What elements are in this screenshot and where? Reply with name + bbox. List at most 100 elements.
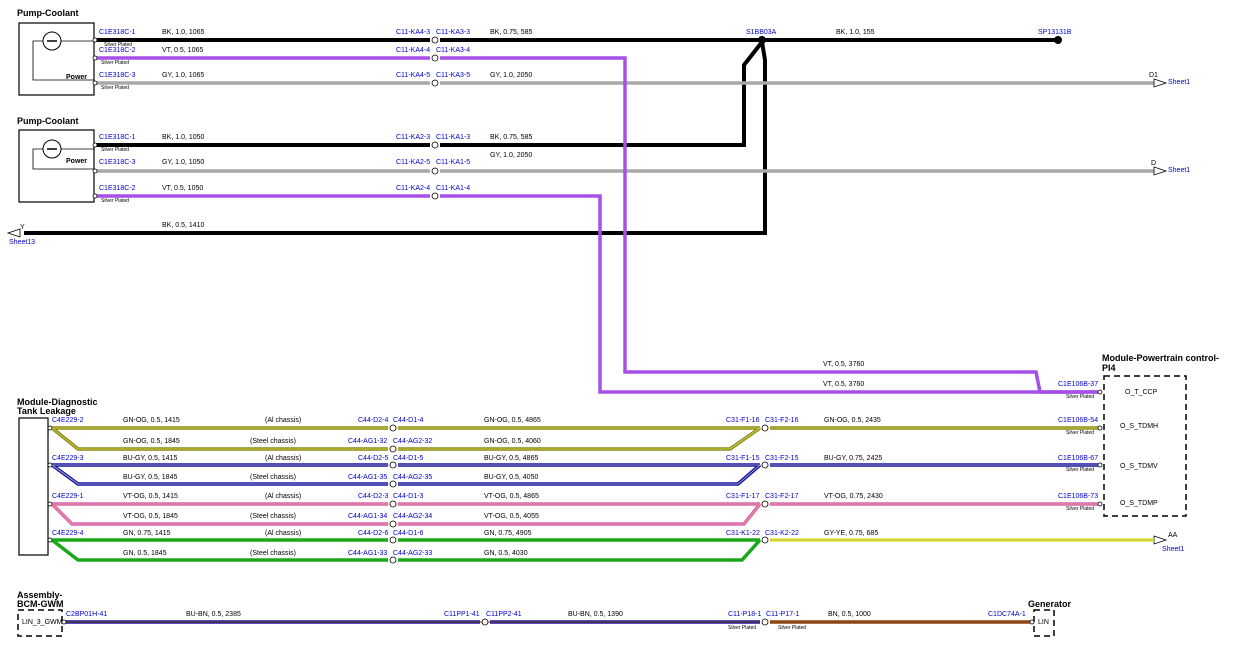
pump-coolant-2-box	[18, 129, 95, 203]
wire-label: VT, 0.5, 3760	[823, 361, 864, 368]
plating-note: Silver Plated	[104, 42, 132, 48]
connector-label: C31-F1-17	[726, 493, 760, 500]
generator-box	[1033, 609, 1055, 637]
wire-label: GN-OG, 0.5, 4060	[484, 438, 541, 445]
wire-label: BU-BN, 0.5, 1390	[568, 611, 623, 618]
wire-label: BU-BN, 0.5, 2385	[186, 611, 241, 618]
pin-icon	[1097, 425, 1103, 431]
pin-icon	[47, 537, 53, 543]
pin-icon	[92, 80, 98, 86]
wire-label: VT-OG, 0.5, 4865	[484, 493, 539, 500]
plating-note: Silver Plated	[1066, 394, 1094, 400]
wire-label: VT-OG, 0.5, 1415	[123, 493, 178, 500]
chassis-note: (Steel chassis)	[250, 550, 296, 557]
connector-icon	[431, 192, 439, 200]
connector-label: C11-KA1-3	[436, 134, 470, 141]
connector-icon	[389, 536, 397, 544]
connector-label: C11-KA3-4	[436, 47, 470, 54]
pump-2-power-label: Power	[66, 158, 87, 165]
module-diagnostic-tank-leakage: Module-Diagnostic Tank Leakage	[17, 397, 98, 556]
connector-label: C44-D1-6	[393, 530, 423, 537]
wire-label: VT, 0.5, 1065	[162, 47, 203, 54]
wire-label: GN-OG, 0.5, 1845	[123, 438, 180, 445]
connector-icon	[761, 536, 769, 544]
pcm-pin-label: O_S_TDMH	[1120, 423, 1158, 430]
offsheet-arrow-d	[1153, 166, 1168, 176]
wire-vt-3760-b	[440, 194, 1098, 394]
connector-label: C44-D1-5	[393, 455, 423, 462]
chassis-notes: (Al chassis) (Steel chassis) (Al chassis…	[250, 417, 301, 557]
wire-label: GY-YE, 0.75, 685	[824, 530, 878, 537]
offsheet-labels: D1 Sheet1 D Sheet1 Y Sheet13 AA Sheet1	[9, 72, 1190, 553]
connector-label: C1E318C-2	[99, 185, 136, 192]
diag-title-2: Tank Leakage	[17, 406, 76, 416]
pcm-pin-label: O_S_TDMP	[1120, 500, 1158, 507]
wire-labels: BK, 1.0, 1065 BK, 0.75, 585 BK, 1.0, 155…	[123, 29, 883, 618]
wire-label: GN, 0.5, 4030	[484, 550, 528, 557]
pin-icon	[92, 193, 98, 199]
offsheet-ref: D1	[1149, 72, 1158, 79]
connector-label: C44-AG2-33	[393, 550, 432, 557]
pin-icon	[1097, 462, 1103, 468]
motor-lead	[32, 40, 94, 81]
connector-label: C4E229-2	[52, 417, 84, 424]
pump-1-power-label: Power	[66, 74, 87, 81]
violet-wires	[95, 56, 1098, 394]
wire-label: BU-GY, 0.5, 4865	[484, 455, 538, 462]
connector-label: C11-KA2-3	[396, 134, 430, 141]
connector-label: C44-D1-4	[393, 417, 423, 424]
wire-label: GN-OG, 0.5, 4865	[484, 417, 541, 424]
connector-label: C44-AG1-33	[348, 550, 387, 557]
motor-lead	[32, 148, 94, 170]
generator-title: Generator	[1028, 599, 1072, 609]
pump-coolant-1-box	[18, 22, 95, 96]
connector-icon	[389, 424, 397, 432]
pin-icon	[92, 142, 98, 148]
connector-label: C44-D2-4	[358, 417, 388, 424]
bcm-pin-label: LIN_3_GWM	[22, 619, 63, 626]
offsheet-arrows	[6, 78, 1168, 545]
connector-icon	[431, 141, 439, 149]
connector-label: C44-D2-6	[358, 530, 388, 537]
wire-label: BK, 1.0, 1050	[162, 134, 205, 141]
wire-label: VT, 0.5, 1050	[162, 185, 203, 192]
gn-wires	[50, 538, 1154, 562]
plating-note: Silver Plated	[101, 147, 129, 153]
connector-icon	[431, 36, 439, 44]
connector-label: C31-K1-22	[726, 530, 760, 537]
connector-label: C44-AG2-34	[393, 513, 432, 520]
wire-gn-1845	[50, 538, 388, 562]
connector-label: C11PP2-41	[486, 611, 522, 618]
wire-bu-gy-1845	[50, 463, 388, 486]
diag-title-1: Module-Diagnostic	[17, 397, 98, 407]
wire-bk-585-b	[440, 40, 764, 147]
plating-note: Silver Plated	[778, 625, 806, 631]
connector-label: C31-F1-16	[726, 417, 760, 424]
offsheet-ref: AA	[1168, 532, 1178, 539]
wire-bu-gy-4050	[398, 463, 762, 486]
gray-wires	[95, 81, 1154, 173]
wire-label: GN, 0.75, 4905	[484, 530, 532, 537]
wire-label: BU-GY, 0.75, 2425	[824, 455, 882, 462]
wire-label: BK, 0.5, 1410	[162, 222, 205, 229]
connector-label: C4E229-1	[52, 493, 84, 500]
wire-label: VT, 0.5, 3760	[823, 381, 864, 388]
wire-label: BK, 0.75, 585	[490, 29, 533, 36]
wire-label: BU-GY, 0.5, 1415	[123, 455, 177, 462]
wire-label: VT-OG, 0.5, 1845	[123, 513, 178, 520]
diag-box	[18, 417, 49, 556]
wire-bk-1410	[24, 41, 767, 235]
wire-gn-og-1845	[50, 426, 388, 451]
wire-label: BN, 0.5, 1000	[828, 611, 871, 618]
connector-label: C44-AG2-35	[393, 474, 432, 481]
connector-label: C2BP01H-41	[66, 611, 107, 618]
connector-label: C11-KA1-4	[436, 185, 470, 192]
splice-sp13131b	[1054, 36, 1062, 44]
connector-label: C44-D2-3	[358, 493, 388, 500]
connector-label: C31-F1-15	[726, 455, 760, 462]
connector-icon	[389, 461, 397, 469]
gn-og-wires	[50, 426, 1098, 451]
connector-label: C11-KA2-5	[396, 159, 430, 166]
pin-icon	[92, 168, 98, 174]
pin-icon	[1029, 619, 1035, 625]
